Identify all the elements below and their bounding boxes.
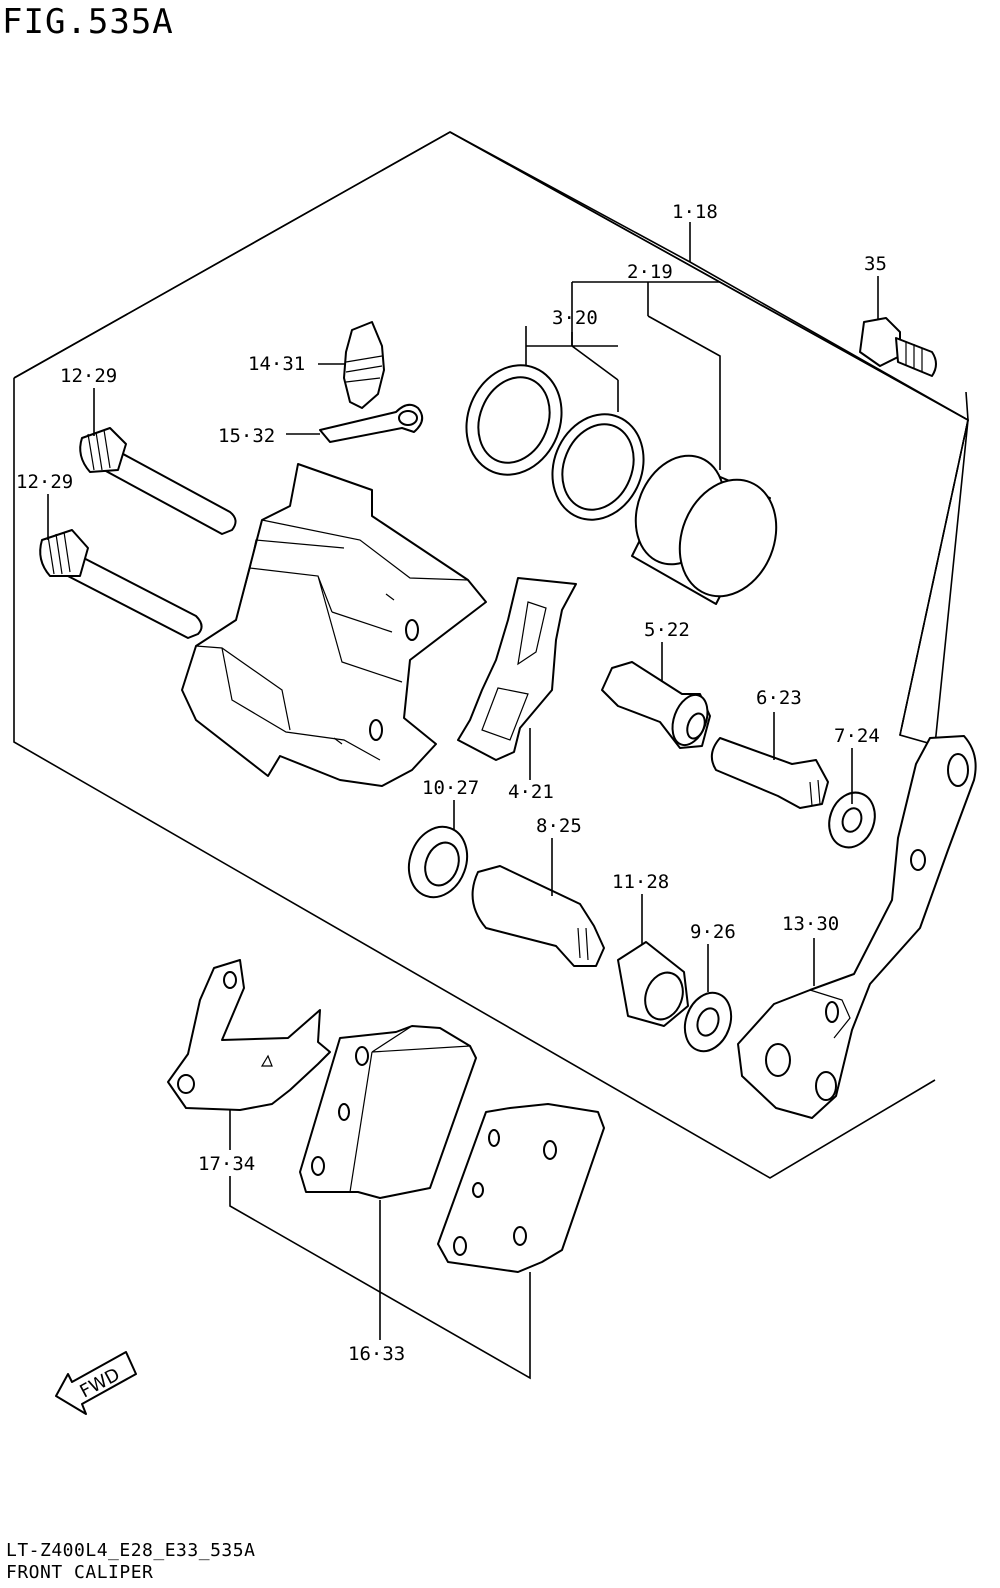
callout-16: 16·33: [348, 1343, 405, 1365]
callout-17: 17·34: [198, 1153, 255, 1175]
callout-13: 13·30: [782, 913, 839, 935]
caliper-pin-2: [471, 865, 605, 967]
figure-code: LT-Z400L4_E28_E33_535A: [6, 1540, 256, 1561]
bracket-guide-line: [899, 419, 969, 736]
caliper-body: [181, 463, 487, 787]
brake-pad-inner: [299, 1025, 477, 1199]
brake-pad-outer: [437, 1103, 605, 1273]
callout-15: 15·32: [218, 425, 275, 447]
callout-8: 8·25: [536, 815, 582, 837]
pin-boot: [407, 825, 469, 899]
callout-11: 11·28: [612, 871, 669, 893]
dust-seal: [551, 413, 645, 521]
fwd-arrow-icon: FWD: [55, 1351, 137, 1415]
washer: [828, 791, 876, 849]
piston-seal: [465, 364, 563, 476]
pad-shim: [167, 959, 331, 1111]
bleeder-valve: [343, 321, 385, 409]
callout-1: 1·18: [672, 201, 718, 223]
slide-pin-upper: [79, 427, 237, 535]
callout-2: 2·19: [627, 261, 673, 283]
callout-4: 4·21: [508, 781, 554, 803]
slide-pin-lower: [39, 529, 203, 639]
callout-12a: 12·29: [60, 365, 117, 387]
callout-3: 3·20: [552, 307, 598, 329]
leader-lines: [47, 222, 879, 1380]
caliper-pin: [710, 737, 829, 809]
callout-14: 14·31: [248, 353, 305, 375]
callout-6: 6·23: [756, 687, 802, 709]
callout-10: 10·27: [422, 777, 479, 799]
pad-spring: [457, 577, 577, 761]
caliper-piston: [631, 454, 778, 605]
callout-7: 7·24: [834, 725, 880, 747]
figure-title: FIG.535A: [2, 2, 174, 42]
mounting-bolt: [859, 317, 937, 377]
pin-sleeve: [601, 661, 711, 749]
callout-5: 5·22: [644, 619, 690, 641]
bleeder-cap: [319, 403, 424, 443]
washer-2: [683, 991, 733, 1053]
callout-12b: 12·29: [16, 471, 73, 493]
callout-35: 35: [864, 253, 887, 275]
callout-9: 9·26: [690, 921, 736, 943]
figure-name: FRONT CALIPER: [6, 1562, 154, 1583]
caliper-bracket: [737, 735, 977, 1119]
pin-boot-2: [617, 941, 689, 1027]
